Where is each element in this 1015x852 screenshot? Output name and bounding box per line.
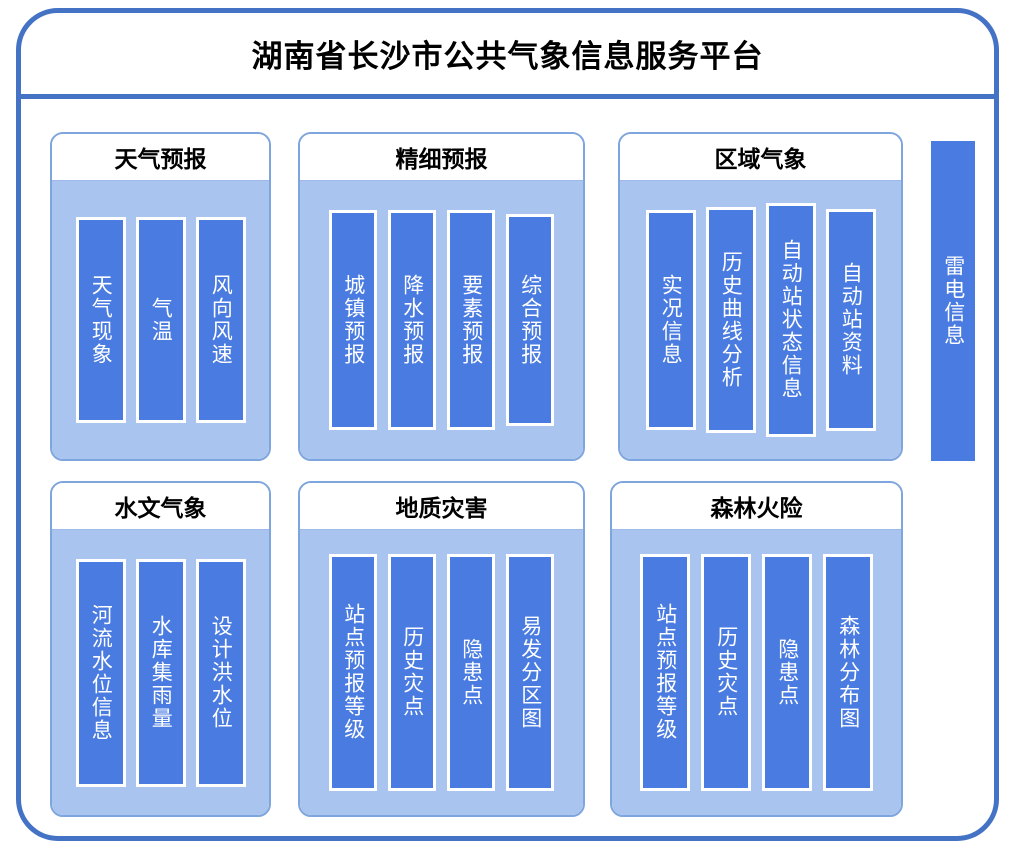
item-lishizaidian[interactable]: 历史灾点 xyxy=(388,554,436,791)
item-label: 站点预报等级 xyxy=(341,603,366,742)
item-label: 森林分布图 xyxy=(836,614,861,730)
item-zidongzhanziliao[interactable]: 自动站资料 xyxy=(825,208,876,432)
item-zongheyubao[interactable]: 综合预报 xyxy=(506,214,554,426)
item-label: 综合预报 xyxy=(518,273,543,366)
group-header-forest-fire-risk: 森林火险 xyxy=(612,483,901,529)
group-title: 区域气象 xyxy=(714,147,807,173)
group-panel-geological-disaster: 站点预报等级 历史灾点 隐患点 易发分区图 xyxy=(300,529,583,815)
group-panel-fine-forecast: 城镇预报 降水预报 要素预报 综合预报 xyxy=(300,180,583,459)
group-title: 森林火险 xyxy=(710,496,803,522)
item-shejihongshuiwei[interactable]: 设计洪水位 xyxy=(195,558,246,787)
item-lishiquxianfenxi[interactable]: 历史曲线分析 xyxy=(705,207,756,433)
item-jiangshuiyubao[interactable]: 降水预报 xyxy=(388,210,436,430)
item-shikuangxinxi[interactable]: 实况信息 xyxy=(645,210,696,430)
group-title: 地质灾害 xyxy=(395,496,488,522)
item-label: 风向风速 xyxy=(209,274,234,366)
group-panel-weather-forecast: 天气现象 气温 风向风速 xyxy=(52,180,269,459)
item-label: 易发分区图 xyxy=(518,614,543,730)
item-qiwen[interactable]: 气温 xyxy=(135,217,186,423)
group-header-regional-meteorology: 区域气象 xyxy=(620,134,901,180)
item-label: 实况信息 xyxy=(659,273,684,366)
group-header-fine-forecast: 精细预报 xyxy=(300,134,583,180)
group-title: 水文气象 xyxy=(114,496,207,522)
item-yifafenqutu[interactable]: 易发分区图 xyxy=(506,554,554,791)
item-label: 要素预报 xyxy=(459,273,484,366)
item-heliushuiweixinxi[interactable]: 河流水位信息 xyxy=(75,558,126,787)
group-header-geological-disaster: 地质灾害 xyxy=(300,483,583,529)
item-yinhuandian[interactable]: 隐患点 xyxy=(447,554,495,791)
item-fengxiangfengsu[interactable]: 风向风速 xyxy=(195,217,246,423)
item-label: 天气现象 xyxy=(89,274,114,366)
group-regional-meteorology[interactable]: 区域气象 实况信息 历史曲线分析 自动站状态信息 自动站资料 xyxy=(618,132,903,461)
item-label: 历史曲线分析 xyxy=(719,250,744,389)
item-label: 历史灾点 xyxy=(714,626,739,719)
item-zhandianyubaodengji[interactable]: 站点预报等级 xyxy=(329,554,377,791)
item-label: 城镇预报 xyxy=(341,273,366,366)
item-label: 河流水位信息 xyxy=(89,603,114,742)
item-label: 降水预报 xyxy=(400,273,425,366)
item-leidianxinxi[interactable]: 雷电信息 xyxy=(931,141,975,461)
group-panel-forest-fire-risk: 站点预报等级 历史灾点 隐患点 森林分布图 xyxy=(612,529,901,815)
group-panel-hydrological-meteorology: 河流水位信息 水库集雨量 设计洪水位 xyxy=(52,529,269,815)
item-senlinfenbutu[interactable]: 森林分布图 xyxy=(823,554,873,791)
item-chengzhenyubao[interactable]: 城镇预报 xyxy=(329,210,377,430)
group-panel-regional-meteorology: 实况信息 历史曲线分析 自动站状态信息 自动站资料 xyxy=(620,180,901,459)
group-forest-fire-risk[interactable]: 森林火险 站点预报等级 历史灾点 隐患点 森林分布图 xyxy=(610,481,903,817)
item-label: 水库集雨量 xyxy=(149,615,174,730)
group-fine-forecast[interactable]: 精细预报 城镇预报 降水预报 要素预报 综合预报 xyxy=(298,132,585,461)
platform-title-bar: 湖南省长沙市公共气象信息服务平台 xyxy=(21,13,994,99)
item-yinhuandian[interactable]: 隐患点 xyxy=(762,554,812,791)
group-hydrological-meteorology[interactable]: 水文气象 河流水位信息 水库集雨量 设计洪水位 xyxy=(50,481,271,817)
item-label: 历史灾点 xyxy=(400,626,425,719)
group-header-weather-forecast: 天气预报 xyxy=(52,134,269,180)
group-header-hydrological-meteorology: 水文气象 xyxy=(52,483,269,529)
page-title: 湖南省长沙市公共气象信息服务平台 xyxy=(251,39,764,75)
item-label: 隐患点 xyxy=(459,637,484,707)
item-label: 设计洪水位 xyxy=(209,615,234,730)
group-title: 天气预报 xyxy=(114,147,207,173)
item-zidongzhanzhuangtaixinxi[interactable]: 自动站状态信息 xyxy=(765,203,816,437)
item-label: 气温 xyxy=(149,297,174,343)
group-weather-forecast[interactable]: 天气预报 天气现象 气温 风向风速 xyxy=(50,132,271,461)
group-title: 精细预报 xyxy=(395,147,488,173)
item-label: 隐患点 xyxy=(775,637,800,707)
item-tianqixianxiang[interactable]: 天气现象 xyxy=(75,217,126,423)
platform-frame: 湖南省长沙市公共气象信息服务平台 天气预报 天气现象 气温 风向风速 精细预报 xyxy=(16,8,999,841)
item-label: 雷电信息 xyxy=(941,255,966,347)
group-geological-disaster[interactable]: 地质灾害 站点预报等级 历史灾点 隐患点 易发分区图 xyxy=(298,481,585,817)
item-label: 站点预报等级 xyxy=(653,603,678,742)
item-zhandianyubaodengji[interactable]: 站点预报等级 xyxy=(640,554,690,791)
item-yaosuyubao[interactable]: 要素预报 xyxy=(447,210,495,430)
item-shuikujiyuliang[interactable]: 水库集雨量 xyxy=(135,558,186,787)
item-label: 自动站状态信息 xyxy=(779,239,804,401)
item-lishizaidian[interactable]: 历史灾点 xyxy=(701,554,751,791)
item-label: 自动站资料 xyxy=(839,262,864,378)
